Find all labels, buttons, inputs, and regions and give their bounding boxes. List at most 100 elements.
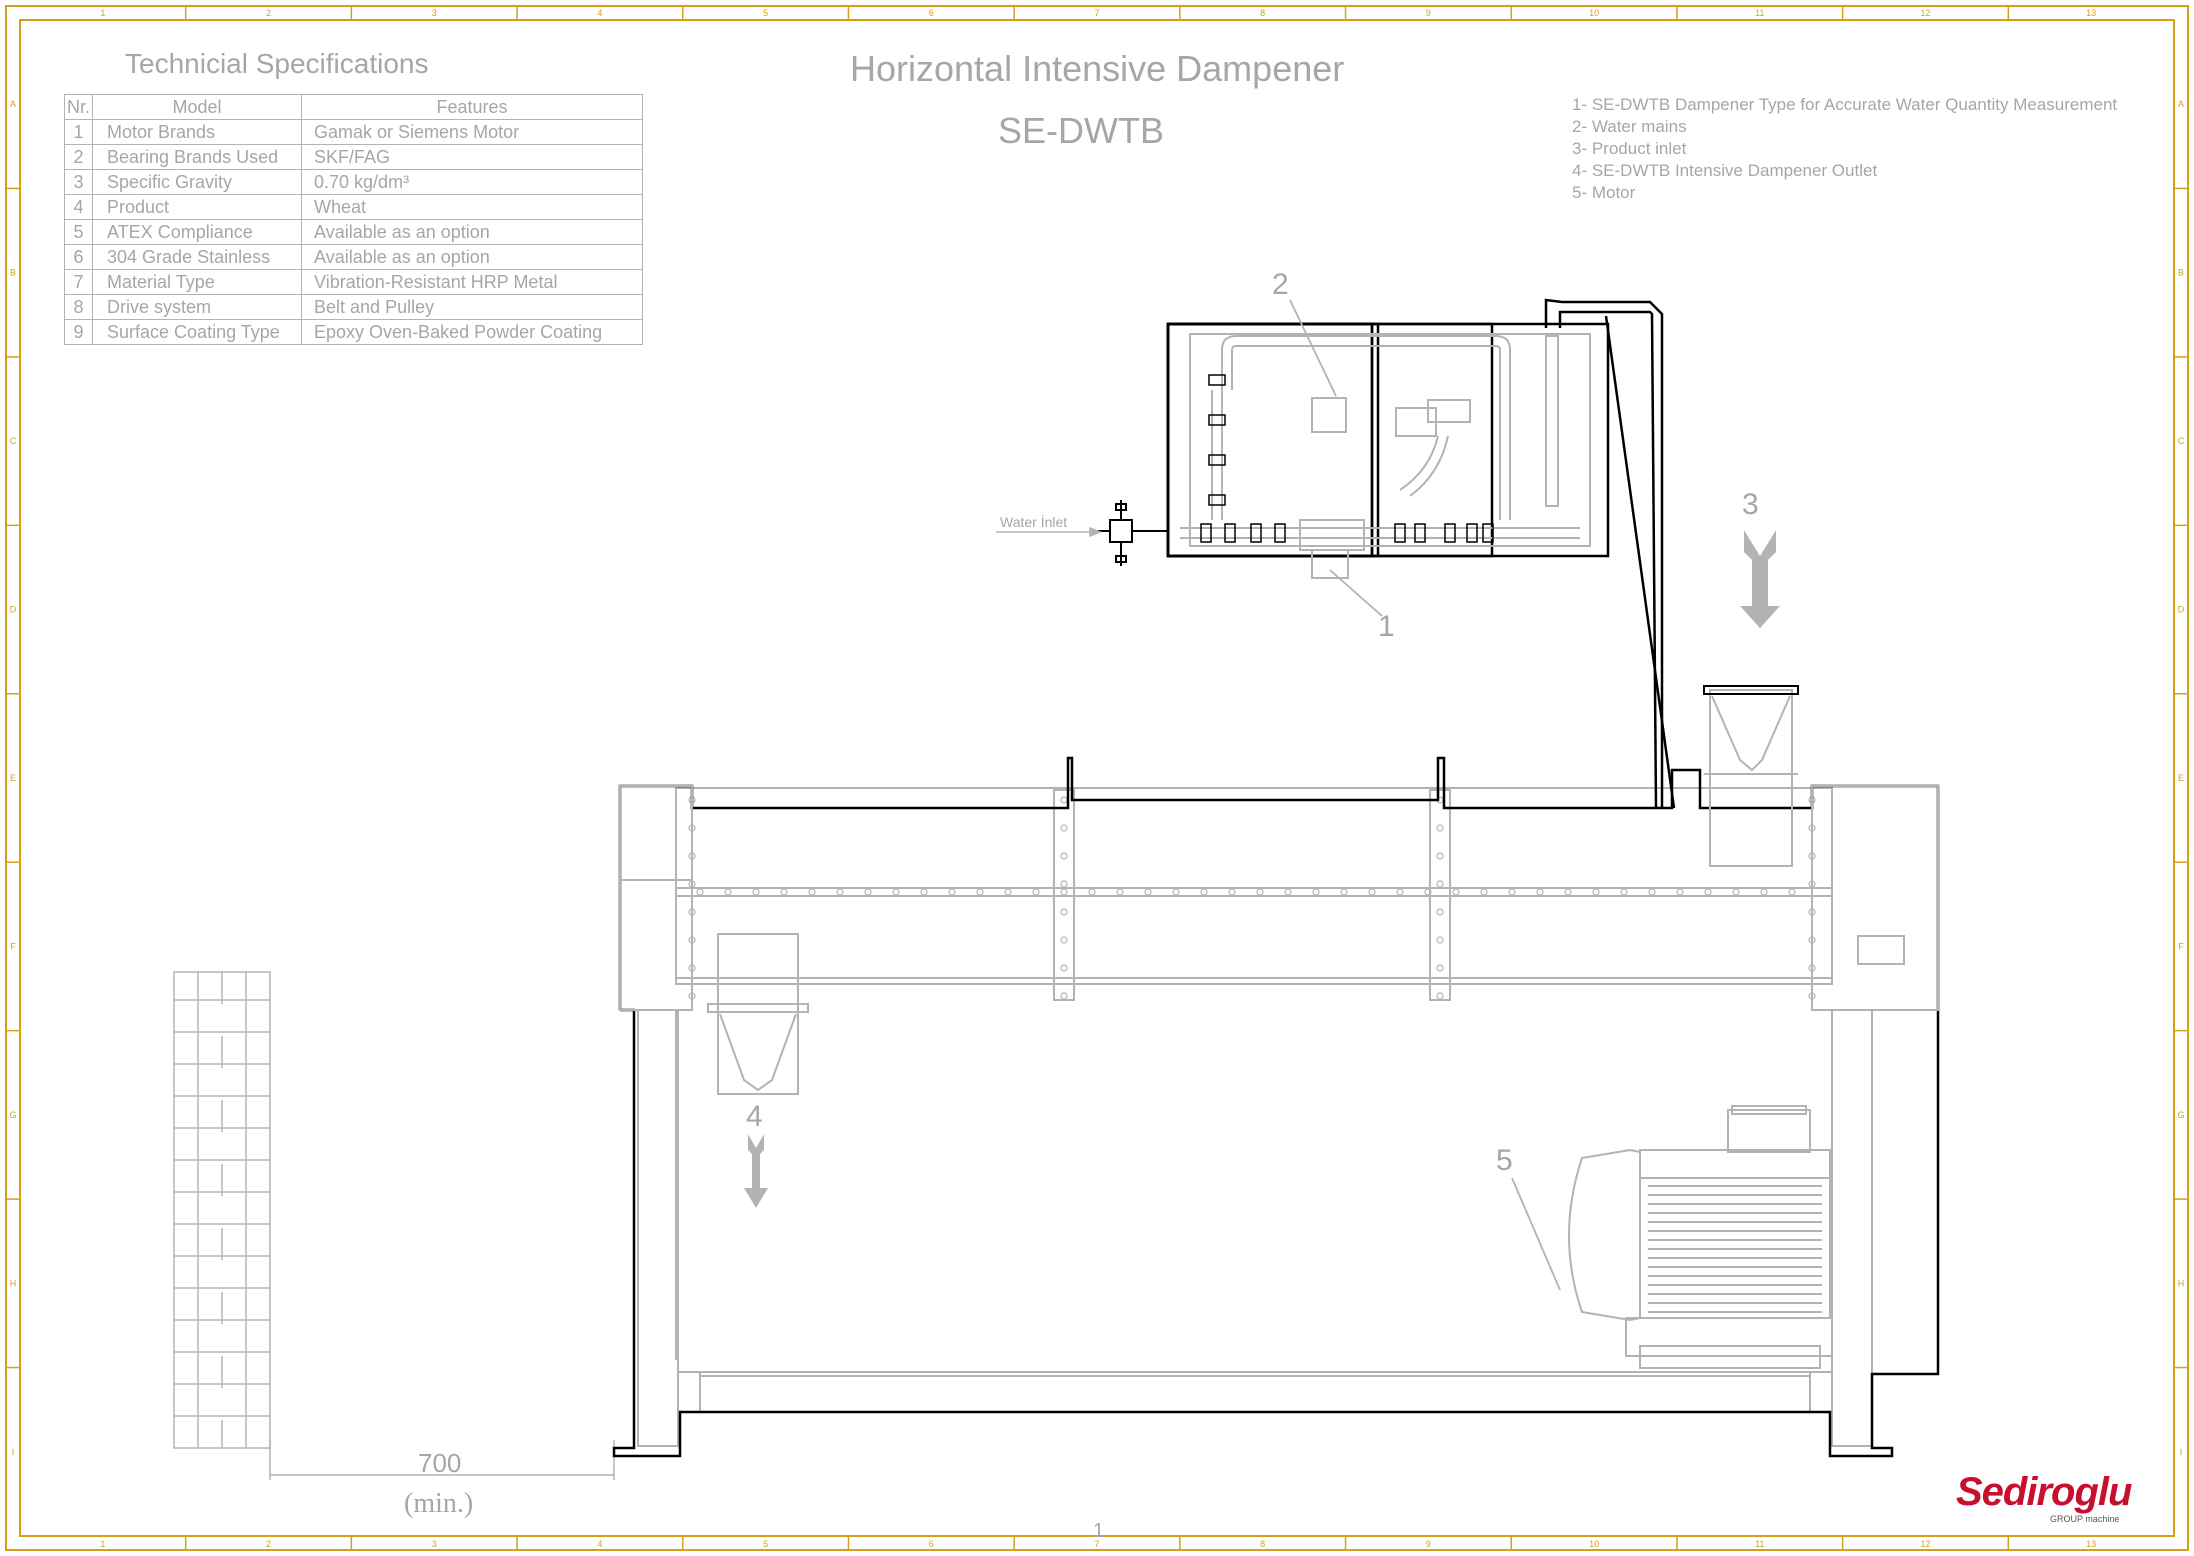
row-nr: 2 — [63, 144, 94, 170]
frame-col-label: 11 — [1755, 1539, 1764, 1549]
row-model: ATEX Compliance — [92, 219, 303, 245]
parts-legend: 1- SE-DWTB Dampener Type for Accurate Wa… — [1572, 94, 2117, 204]
frame-col-label: 12 — [1920, 8, 1930, 18]
callout-leaders — [1289, 299, 1561, 1291]
sheet-frame — [5, 5, 2189, 1551]
water-panel — [1166, 322, 1610, 579]
frame-col-label: 5 — [763, 1539, 768, 1549]
frame-col-label: 10 — [1589, 8, 1599, 18]
row-model: Motor Brands — [92, 119, 303, 145]
frame-row-label: E — [2178, 773, 2184, 783]
row-model: Bearing Brands Used — [92, 144, 303, 170]
frame-col-label: 5 — [763, 8, 768, 18]
frame-col-label: 10 — [1589, 1539, 1599, 1549]
frame-col-label: 4 — [597, 1539, 602, 1549]
wall-hatch — [173, 971, 271, 1449]
callout-5: 5 — [1496, 1144, 1513, 1177]
dimension-line — [269, 1440, 615, 1480]
header-features: Features — [301, 94, 644, 120]
callout-1: 1 — [1378, 610, 1395, 643]
legend-item: 4- SE-DWTB Intensive Dampener Outlet — [1572, 161, 1878, 180]
row-model: Material Type — [92, 269, 303, 295]
spec-title: Technicial Specifications — [125, 48, 429, 79]
frame-row-label: A — [2178, 99, 2184, 109]
row-nr: 1 — [63, 119, 94, 145]
frame-col-label: 11 — [1755, 8, 1764, 18]
frame-row-label: B — [10, 268, 16, 278]
row-feature: Wheat — [301, 194, 644, 220]
model-code: SE-DWTB — [998, 110, 1164, 151]
frame-col-label: 9 — [1426, 8, 1431, 18]
row-model: 304 Grade Stainless — [92, 244, 303, 270]
frame-row-label: F — [10, 941, 16, 951]
header-nr: Nr. — [63, 94, 94, 120]
frame-col-label: 2 — [266, 8, 271, 18]
row-nr: 9 — [63, 319, 94, 345]
frame-row-label: D — [2178, 605, 2185, 615]
end-housings — [619, 785, 1939, 1011]
legend-item: 1- SE-DWTB Dampener Type for Accurate Wa… — [1572, 95, 2118, 114]
dimension-note: (min.) — [404, 1488, 474, 1519]
frame-row-label: D — [10, 605, 17, 615]
brand-logo-sub: GROUP machine — [2050, 1514, 2120, 1524]
frame-row-label: E — [10, 773, 16, 783]
row-model: Specific Gravity — [92, 169, 303, 195]
water-inlet-valve — [1090, 500, 1168, 566]
frame-col-label: 2 — [266, 1539, 271, 1549]
frame-row-label: C — [2178, 436, 2185, 446]
row-feature: Gamak or Siemens Motor — [301, 119, 644, 145]
frame-row-label: C — [10, 436, 17, 446]
row-feature: SKF/FAG — [301, 144, 644, 170]
water-tube — [1544, 298, 1676, 809]
callout-4: 4 — [746, 1100, 763, 1133]
frame-col-label: 7 — [1094, 1539, 1099, 1549]
frame-col-label: 7 — [1094, 8, 1099, 18]
callout-3: 3 — [1742, 488, 1759, 521]
frame-col-label: 3 — [432, 1539, 437, 1549]
machine-frame — [637, 787, 1905, 1447]
flange-bolts — [688, 796, 1816, 1000]
frame-col-label: 6 — [929, 1539, 934, 1549]
product-inlet-hopper — [1703, 685, 1799, 867]
frame-col-label: 8 — [1260, 1539, 1265, 1549]
frame-row-label: B — [2178, 268, 2184, 278]
row-nr: 3 — [63, 169, 94, 195]
row-feature: 0.70 kg/dm³ — [301, 169, 644, 195]
legend-item: 3- Product inlet — [1572, 139, 1687, 158]
frame-row-label: F — [2178, 941, 2184, 951]
frame-row-label: I — [2180, 1447, 2183, 1457]
header-model: Model — [92, 94, 303, 120]
frame-col-label: 4 — [597, 8, 602, 18]
frame-col-label: 13 — [2086, 8, 2096, 18]
frame-col-label: 3 — [432, 8, 437, 18]
brand-logo: Sediroglu — [1956, 1470, 2132, 1514]
frame-col-label: 8 — [1260, 8, 1265, 18]
row-feature: Available as an option — [301, 219, 644, 245]
frame-col-label: 1 — [100, 8, 105, 18]
row-feature: Epoxy Oven-Baked Powder Coating — [301, 319, 644, 345]
product-inlet-arrow — [1740, 530, 1780, 628]
frame-ticks — [6, 6, 2188, 1550]
water-inlet-arrow — [996, 526, 1103, 538]
frame-row-label: I — [12, 1447, 15, 1457]
legend-item: 2- Water mains — [1572, 117, 1687, 136]
row-nr: 4 — [63, 194, 94, 220]
outlet-arrow — [744, 1134, 768, 1208]
row-model: Surface Coating Type — [92, 319, 303, 345]
row-nr: 8 — [63, 294, 94, 320]
row-feature: Vibration-Resistant HRP Metal — [301, 269, 644, 295]
dimension-value: 700 — [418, 1448, 462, 1478]
motor-drawing — [1568, 1105, 1833, 1369]
row-nr: 5 — [63, 219, 94, 245]
row-nr: 6 — [63, 244, 94, 270]
